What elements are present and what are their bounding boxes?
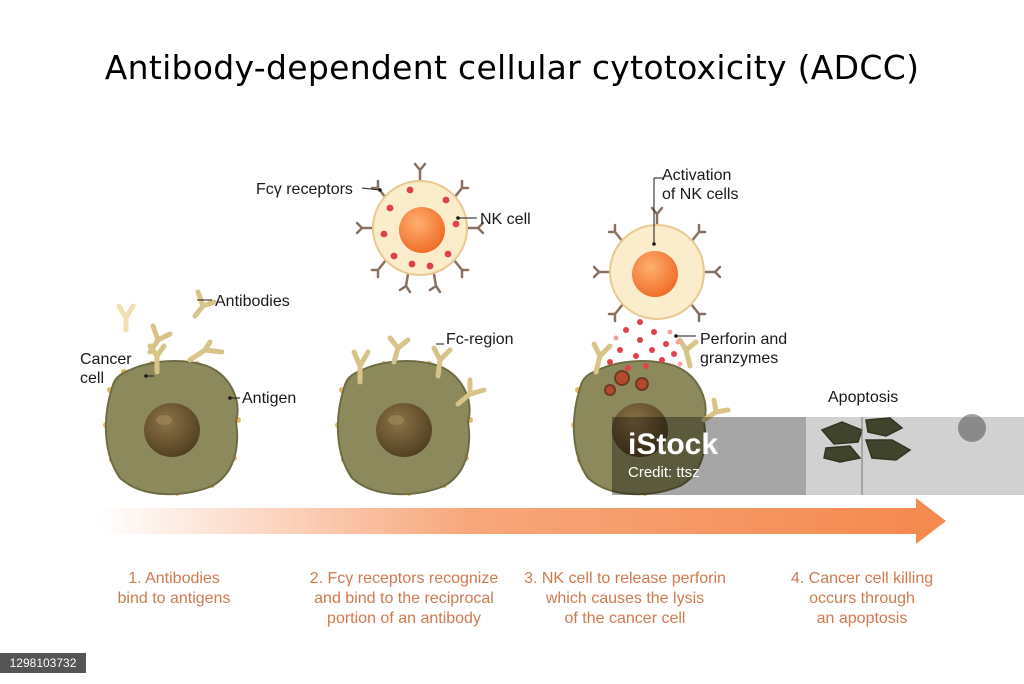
diagram-title: Antibody-dependent cellular cytotoxicity… [104,48,920,87]
label-fc-receptors: Fcγ receptors [256,181,353,198]
antibodies [116,289,731,423]
watermark-credit: Credit: ttsz [628,464,700,481]
stock-id-badge: 1298103732 [0,653,86,673]
cancer-cell-1-nucleus [144,403,200,457]
nk-cell-1 [355,162,485,294]
watermark-brand: iStock [628,428,719,461]
watermark-panels [612,414,1024,495]
leader-dots [144,188,678,400]
nk-cell-2 [592,206,722,323]
step-4: 4. Cancer cell killing occurs through an… [790,570,934,627]
label-apoptosis: Apoptosis [828,389,899,406]
label-activation: Activation of NK cells [662,167,739,203]
cancer-cell-3 [571,360,707,496]
cancer-cell-1 [103,360,241,496]
label-nk-cell: NK cell [480,211,531,228]
label-fc-region: Fc-region [446,331,514,348]
cancer-cell-2 [335,360,473,496]
step-2: 2. Fcγ receptors recognize and bind to t… [309,570,499,627]
perforin-granules [607,319,683,371]
process-arrow [98,498,946,544]
label-cancer-cell: Cancer cell [80,351,132,387]
apoptosis-fragments [820,417,912,463]
label-antibodies: Antibodies [215,293,290,310]
step-1: 1. Antibodies bind to antigens [117,570,231,607]
label-antigen: Antigen [242,390,297,407]
step-3: 3. NK cell to release perforin which cau… [524,570,726,627]
label-perforin: Perforin and granzymes [700,331,788,367]
